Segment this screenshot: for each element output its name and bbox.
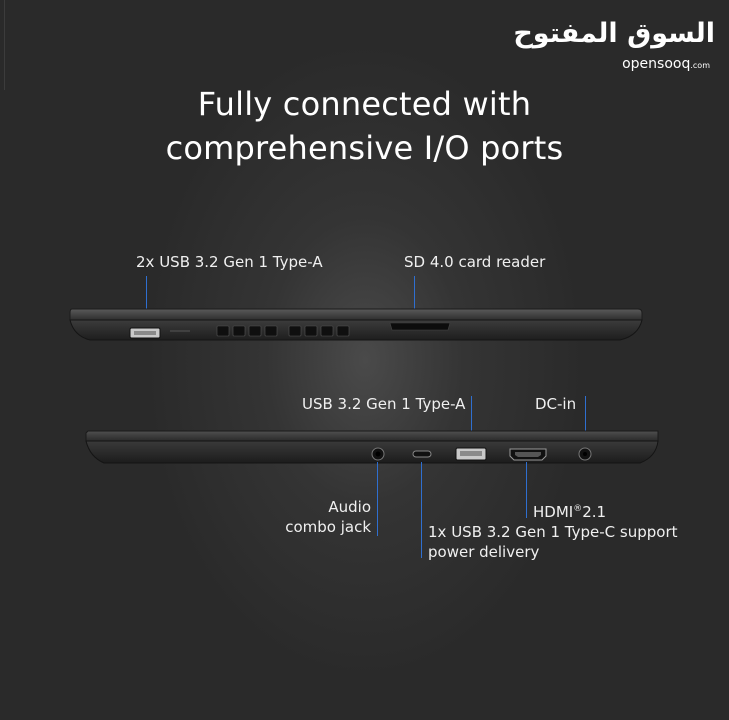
label-sd-reader: SD 4.0 card reader <box>404 253 546 271</box>
pointer-usb-a-left <box>146 276 147 326</box>
headline: Fully connected with comprehensive I/O p… <box>0 82 729 170</box>
hdmi-text: HDMI <box>533 503 574 521</box>
label-usb-a-left: 2x USB 3.2 Gen 1 Type-A <box>136 253 323 271</box>
label-usb-a-right: USB 3.2 Gen 1 Type-A <box>302 395 466 413</box>
label-dc-in: DC-in <box>535 395 577 413</box>
laptop-right-side <box>85 430 659 464</box>
label-usb-c-line-1: 1x USB 3.2 Gen 1 Type-C support <box>428 523 678 541</box>
label-usb-c-line-2: power delivery <box>428 543 540 561</box>
label-hdmi: HDMI®2.1 <box>533 499 606 522</box>
label-audio-jack: Audio combo jack <box>260 497 371 537</box>
logo-latin-text: opensooq <box>622 56 691 72</box>
headline-line-2: comprehensive I/O ports <box>165 129 564 167</box>
hdmi-version: 2.1 <box>582 503 607 521</box>
pointer-usb-c <box>421 462 422 558</box>
pointer-usb-a-right <box>471 396 472 452</box>
label-usb-c: 1x USB 3.2 Gen 1 Type-C support power de… <box>428 522 678 562</box>
vent-slots <box>216 325 350 337</box>
sd-card-slot <box>389 322 451 331</box>
opensooq-logo-latin: opensooq.com <box>600 56 710 72</box>
laptop-left-side <box>69 308 643 341</box>
pointer-audio-jack <box>377 462 378 536</box>
label-audio-line-2: combo jack <box>285 518 371 536</box>
edge-divider <box>4 0 5 90</box>
hdmi-registered-mark: ® <box>573 504 583 514</box>
logo-suffix: .com <box>690 61 710 70</box>
pointer-hdmi <box>526 462 527 518</box>
pointer-sd-reader <box>414 276 415 322</box>
headline-line-1: Fully connected with <box>197 85 532 123</box>
label-audio-line-1: Audio <box>328 498 371 516</box>
pointer-dc-in <box>585 396 586 452</box>
usb-c-port <box>412 450 432 458</box>
opensooq-logo-arabic: السوق المفتوح <box>513 18 715 49</box>
